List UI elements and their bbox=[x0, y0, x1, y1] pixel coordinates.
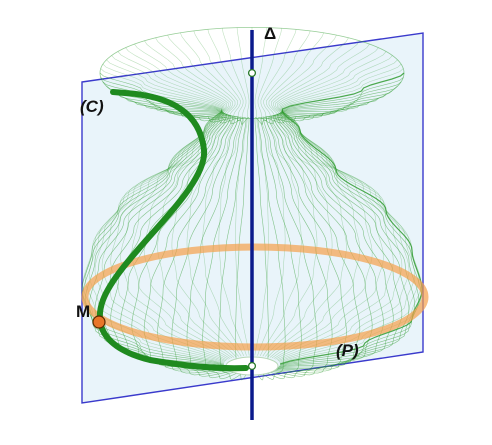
axis-top-point bbox=[247, 68, 257, 78]
mesh-meridian bbox=[202, 29, 245, 357]
mesh-meridian bbox=[279, 81, 420, 366]
mesh-meridian bbox=[186, 30, 242, 357]
mesh-meridian bbox=[277, 90, 410, 368]
revolution-circle bbox=[81, 243, 429, 351]
mesh-meridian bbox=[275, 98, 394, 369]
mesh-meridian bbox=[131, 40, 233, 359]
mesh-meridian bbox=[235, 27, 250, 356]
mesh-meridian bbox=[276, 51, 403, 361]
mesh-meridian bbox=[278, 85, 416, 367]
mesh-meridian bbox=[271, 40, 373, 359]
point-label: M bbox=[76, 302, 90, 321]
mesh-meridian bbox=[257, 28, 286, 356]
mesh-meridian bbox=[265, 32, 333, 357]
mesh-meridian bbox=[276, 94, 403, 369]
mesh-meridian bbox=[143, 37, 235, 358]
mesh-meridian bbox=[269, 37, 361, 358]
mesh-meridian bbox=[262, 114, 318, 379]
mesh-meridian bbox=[262, 30, 318, 357]
curve-c bbox=[96, 89, 249, 372]
mesh-meridian bbox=[81, 72, 224, 365]
mesh-meridian bbox=[202, 116, 244, 380]
mesh-meridian bbox=[280, 68, 422, 364]
mesh-meridian bbox=[273, 101, 384, 370]
mesh-meridian bbox=[171, 32, 239, 357]
mesh-meridian bbox=[218, 28, 247, 356]
mesh-meridian bbox=[277, 55, 410, 362]
axis-label: Δ bbox=[264, 24, 276, 43]
mesh-meridian bbox=[101, 51, 228, 361]
mesh-meridian bbox=[171, 113, 239, 377]
mesh-meridian bbox=[254, 27, 269, 356]
mesh-meridian bbox=[157, 34, 237, 358]
mesh-meridian bbox=[265, 113, 333, 377]
surface-mesh bbox=[81, 27, 423, 381]
mesh-meridian bbox=[110, 47, 229, 360]
mesh-meridian bbox=[110, 98, 229, 369]
mesh-meridian bbox=[275, 47, 394, 360]
axis-bottom-point bbox=[247, 361, 257, 371]
mesh-meridian bbox=[143, 107, 235, 374]
point-m bbox=[92, 315, 106, 329]
mesh-meridian bbox=[84, 63, 225, 363]
curve-label: (C) bbox=[80, 97, 104, 116]
mesh-meridian bbox=[267, 34, 347, 358]
mesh-meridian bbox=[271, 104, 373, 372]
mesh-meridian bbox=[88, 59, 226, 362]
mesh-meridian bbox=[278, 59, 416, 362]
mesh-meridian bbox=[259, 29, 302, 357]
mesh-meridian bbox=[120, 43, 231, 359]
mesh-meridian bbox=[218, 116, 247, 380]
plane-label: (P) bbox=[336, 341, 359, 360]
mesh-meridian bbox=[260, 116, 302, 380]
